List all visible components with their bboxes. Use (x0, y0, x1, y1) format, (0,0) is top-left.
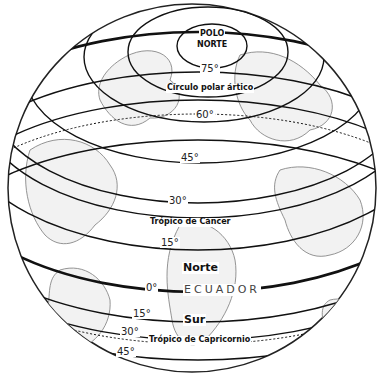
pole-label: POLO (199, 30, 225, 39)
latitude-number: 30° (168, 195, 188, 206)
equator-label: ECUADOR (183, 284, 261, 296)
hemisphere-label: Sur (183, 314, 206, 326)
latitude-number: 45° (116, 346, 136, 357)
latitude-number: 0° (145, 282, 158, 293)
latitude-number: 15° (160, 237, 180, 248)
latitude-number: 75° (200, 63, 220, 74)
pole-label: NORTE (196, 41, 228, 50)
tropic-label: Trópico de Cáncer (149, 218, 232, 227)
latitude-number: 30° (120, 326, 140, 337)
latitude-number: 15° (132, 308, 152, 319)
hemisphere-label: Norte (182, 262, 219, 274)
tropic-label: Trópico de Capricornio (148, 336, 251, 345)
latitude-number: 60° (195, 109, 215, 120)
latitude-number: 45° (180, 152, 200, 163)
circle-label: Círculo polar ártico (166, 84, 254, 93)
